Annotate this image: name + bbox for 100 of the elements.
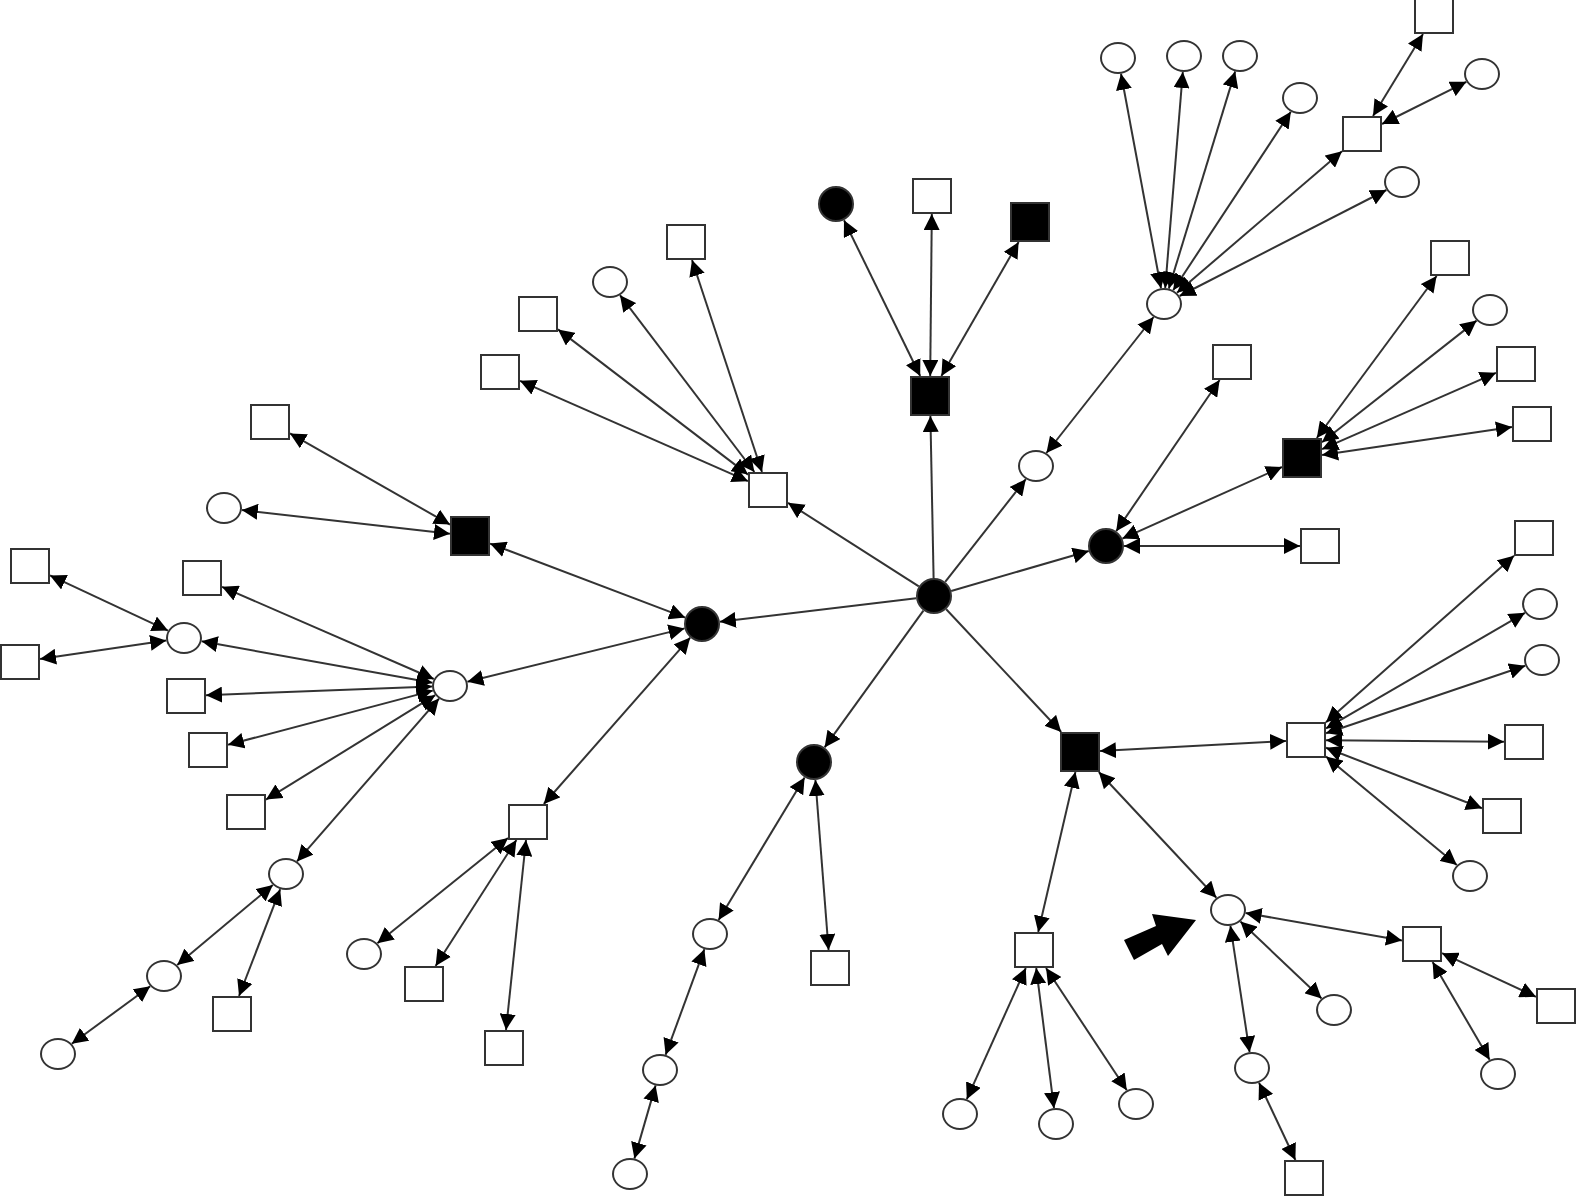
open-square-node: [1212, 344, 1252, 380]
filled-circle-node: [818, 186, 854, 222]
arrow: [1045, 967, 1128, 1092]
arrow: [945, 608, 1063, 733]
open-square-node: [1284, 1160, 1324, 1196]
open-square-node: [182, 560, 222, 596]
open-circle-node: [1018, 450, 1054, 482]
arrow: [1165, 70, 1239, 290]
arrow: [296, 697, 440, 863]
arrow: [940, 241, 1020, 377]
open-square-node: [1504, 724, 1544, 760]
open-square-node: [1496, 346, 1536, 382]
arrow: [619, 294, 756, 473]
filled-square-node: [1010, 202, 1050, 242]
arrow: [1258, 1081, 1297, 1161]
filled-circle-node: [684, 606, 720, 642]
arrow: [557, 328, 749, 476]
open-circle-node: [206, 492, 242, 524]
arrow: [1372, 33, 1424, 117]
filled-square-node: [1282, 438, 1322, 478]
arrow: [922, 415, 939, 579]
open-square-node: [1342, 116, 1382, 152]
open-square-node: [1536, 988, 1576, 1024]
arrow: [1034, 771, 1080, 933]
open-square-node: [1430, 240, 1470, 276]
arrow: [489, 541, 687, 620]
arrow: [1116, 72, 1166, 290]
open-square-node: [212, 996, 252, 1032]
arrow: [1321, 421, 1513, 461]
arrow: [240, 503, 451, 540]
open-square-node: [166, 678, 206, 714]
open-circle-node: [1038, 1108, 1074, 1140]
open-square-node: [1414, 0, 1454, 34]
open-circle-node: [346, 938, 382, 970]
arrow: [1097, 771, 1218, 899]
open-square-node: [226, 794, 266, 830]
arrow: [1176, 150, 1343, 294]
arrow: [1321, 319, 1478, 444]
open-square-node: [912, 178, 952, 214]
open-square-node: [404, 966, 444, 1002]
open-circle-node: [1118, 1088, 1154, 1120]
open-square-node: [188, 732, 228, 768]
arrow: [376, 837, 509, 945]
open-circle-node: [1282, 82, 1318, 114]
open-circle-node: [692, 918, 728, 950]
open-circle-node: [1222, 40, 1258, 72]
open-square-node: [1482, 798, 1522, 834]
arrow: [70, 985, 152, 1045]
arrow: [1325, 611, 1526, 730]
open-square-node: [484, 1030, 524, 1066]
open-square-node: [250, 404, 290, 440]
open-square-node: [0, 644, 40, 680]
arrow: [631, 1084, 659, 1160]
open-square-node: [518, 296, 558, 332]
arrow: [466, 624, 686, 686]
open-circle-node: [1146, 288, 1182, 320]
arrow: [227, 686, 434, 749]
arrow: [1325, 554, 1515, 724]
open-circle-node: [1316, 994, 1352, 1026]
arrow: [965, 967, 1027, 1101]
open-circle-node: [268, 858, 304, 890]
open-circle-node: [1452, 860, 1488, 892]
arrow: [1123, 538, 1301, 554]
open-square-node: [1514, 520, 1554, 556]
arrow: [237, 888, 282, 997]
filled-square-node: [910, 376, 950, 416]
arrow: [1325, 663, 1527, 736]
open-square-node: [810, 950, 850, 986]
arrow: [39, 635, 168, 665]
open-circle-node: [942, 1098, 978, 1130]
arrow: [1239, 920, 1323, 1000]
arrow: [843, 219, 922, 377]
arrow: [808, 779, 836, 951]
open-circle-node: [1480, 1058, 1516, 1090]
arrow: [922, 213, 940, 377]
arrow: [1321, 371, 1497, 451]
open-circle-node: [612, 1158, 648, 1190]
filled-square-node: [450, 516, 490, 556]
open-circle-node: [1522, 588, 1558, 620]
filled-circle-node: [1088, 528, 1124, 564]
arrow: [519, 379, 749, 483]
arrow: [542, 636, 692, 805]
arrow: [205, 679, 433, 703]
arrow: [823, 609, 925, 749]
arrow: [221, 585, 435, 680]
arrow: [718, 597, 918, 628]
arrow: [1325, 732, 1505, 750]
filled-circle-node: [916, 578, 952, 614]
arrow: [1178, 189, 1388, 297]
arrow: [1381, 80, 1468, 125]
arrow: [289, 432, 451, 526]
arrow: [1121, 466, 1283, 540]
open-square-node: [1512, 406, 1552, 442]
filled-square-node: [1060, 732, 1100, 772]
arrow: [950, 547, 1090, 592]
open-square-node: [10, 548, 50, 584]
arrow: [1172, 110, 1292, 292]
arrow: [1315, 275, 1438, 439]
arrow: [944, 478, 1027, 583]
open-square-node: [666, 224, 706, 260]
